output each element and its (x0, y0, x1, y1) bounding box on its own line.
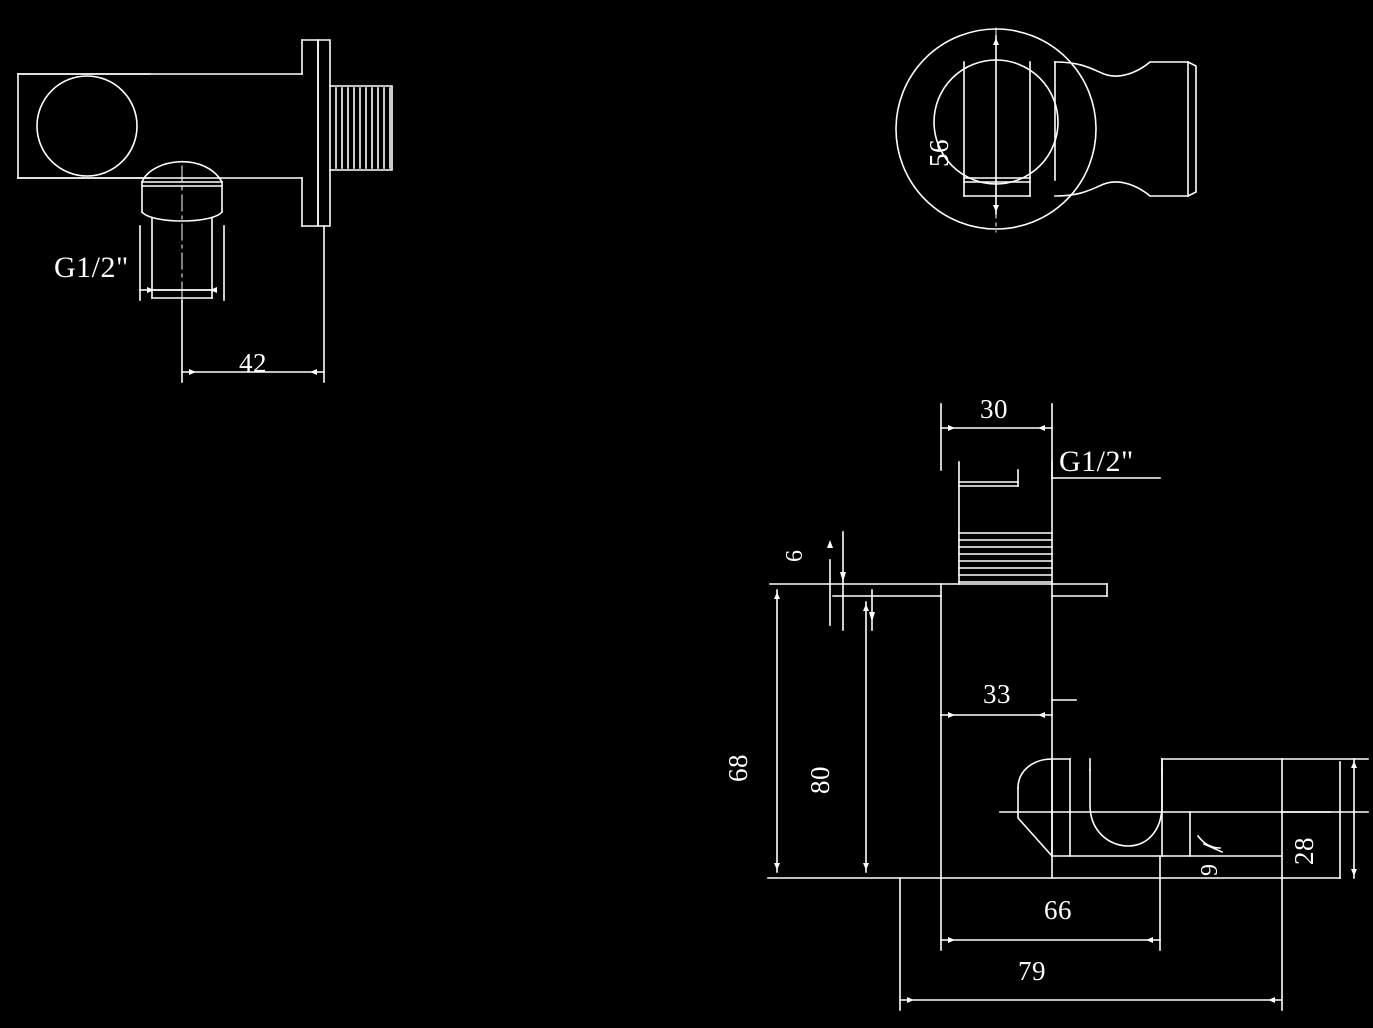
dimension-label-56: 56 (924, 139, 954, 167)
dimension-label-80: 80 (805, 766, 835, 794)
dimension-label-30: 30 (980, 394, 1008, 424)
dimension-label-thread-top-left: G1/2" (54, 251, 129, 284)
dimension-label-68: 68 (723, 754, 753, 782)
dimension-label-28: 28 (1289, 837, 1319, 865)
dimension-label-79: 79 (1018, 956, 1046, 986)
dimension-label-6: 6 (782, 549, 808, 563)
dimension-label-33: 33 (983, 679, 1011, 709)
dimension-label-42: 42 (239, 348, 267, 378)
view-top-right-holder (895, 27, 1197, 233)
view-top-left-outlet (17, 39, 393, 383)
dimension-label-thread-bottom-right: G1/2" (1059, 445, 1134, 478)
dimension-label-9: 9 (1197, 863, 1223, 877)
view-bottom-right-assembly (767, 403, 1369, 1011)
dimension-label-66: 66 (1044, 895, 1072, 925)
